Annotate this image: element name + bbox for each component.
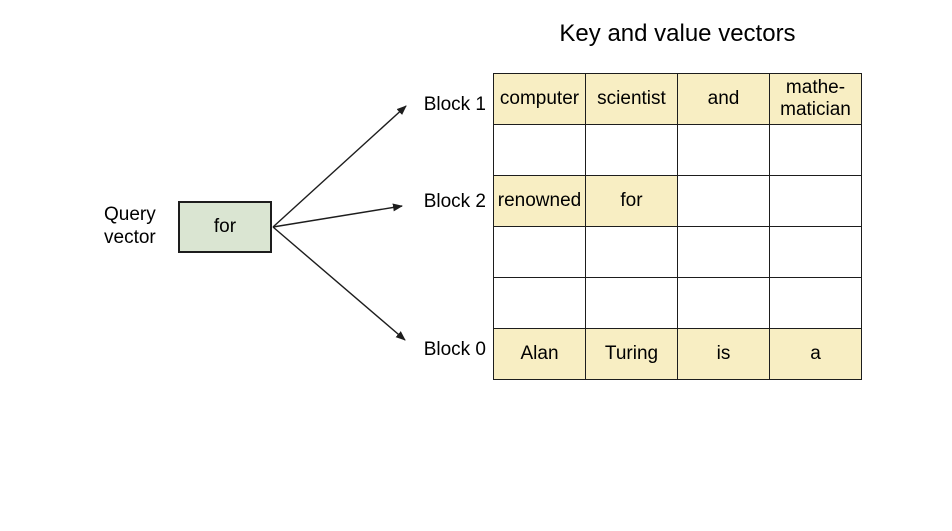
query-vector-box: for [178,201,272,253]
query-vector-value: for [213,216,237,237]
table-cell: and [677,73,770,125]
table-row [493,124,862,176]
table-cell [493,124,586,176]
query-vector-label: Query vector [104,204,156,248]
table-cell: computer [493,73,586,125]
table-cell [493,226,586,278]
table-cell: Alan [493,328,586,380]
table-cell: Turing [585,328,678,380]
table-cell [769,124,862,176]
table-row: Alan Turing is a [493,328,862,380]
table-cell [677,175,770,227]
table-row: computer scientist and mathe- matician [493,73,862,125]
arrow-to-block-2-icon [272,203,403,228]
table-row [493,277,862,329]
key-value-table: computer scientist and mathe- matician r… [493,73,862,380]
table-cell: scientist [585,73,678,125]
table-cell [585,277,678,329]
table-cell: is [677,328,770,380]
table-cell [769,175,862,227]
block-label-2: Block 2 [423,191,486,212]
table-cell [677,226,770,278]
table-cell [677,124,770,176]
block-label-0: Block 0 [423,339,486,360]
table-cell [585,124,678,176]
table-row [493,226,862,278]
table-cell: for [585,175,678,227]
table-cell: mathe- matician [769,73,862,125]
arrow-to-block-1-icon [272,105,407,228]
table-cell [677,277,770,329]
table-row: renowned for [493,175,862,227]
table-cell: a [769,328,862,380]
arrow-to-block-0-icon [272,226,406,341]
table-cell: renowned [493,175,586,227]
table-cell [769,277,862,329]
table-cell [585,226,678,278]
diagram-title: Key and value vectors [559,20,796,47]
block-label-1: Block 1 [423,94,486,115]
table-cell [769,226,862,278]
table-cell [493,277,586,329]
